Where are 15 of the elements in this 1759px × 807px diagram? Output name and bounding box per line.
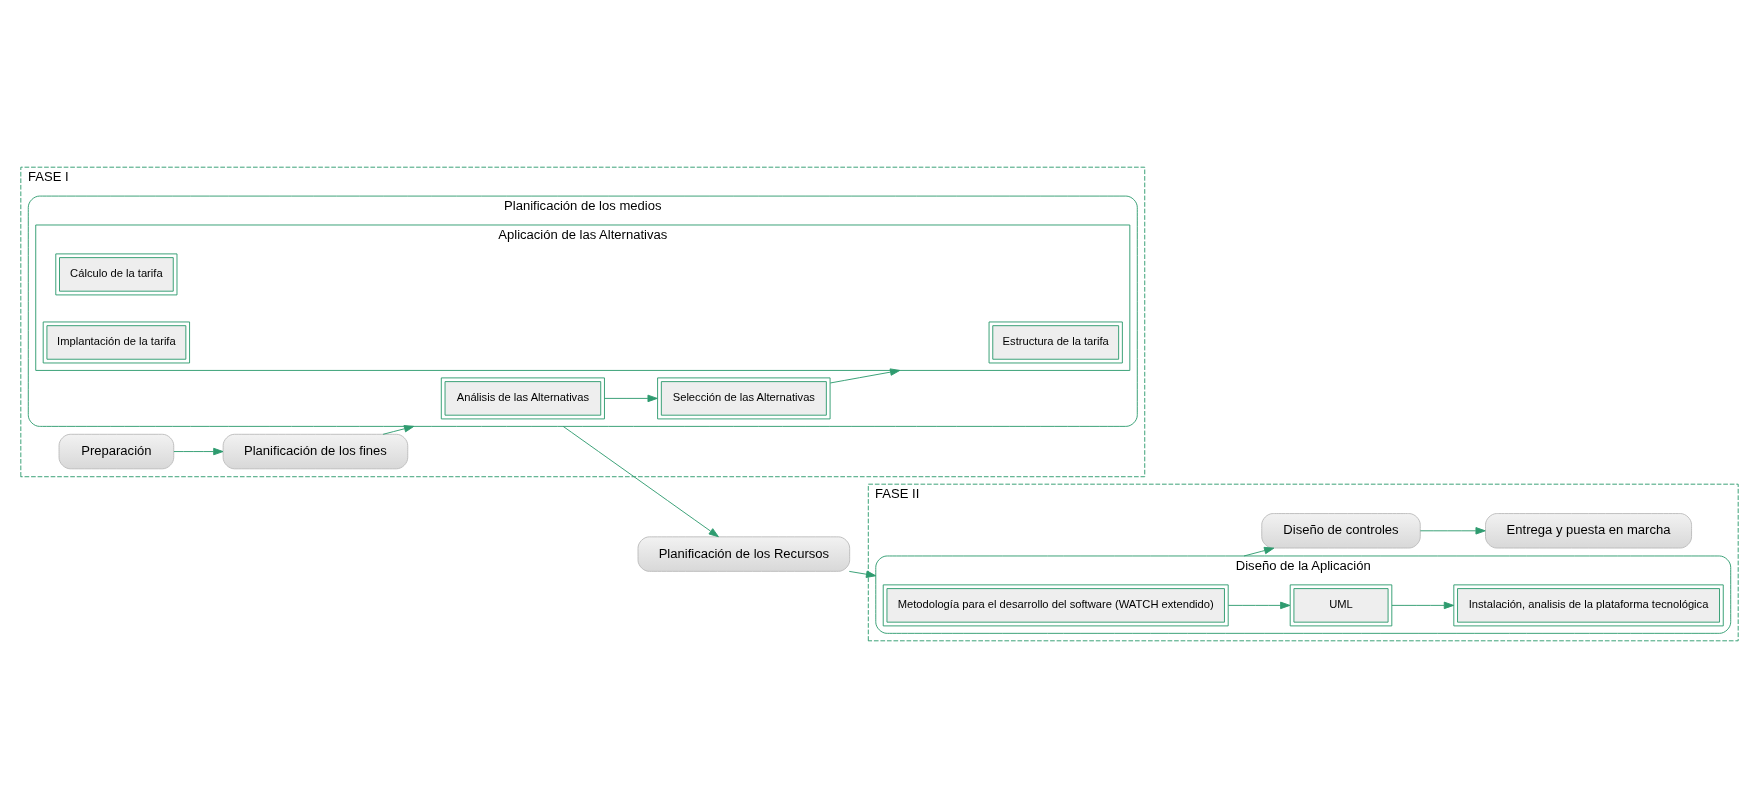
arrow: [604, 394, 658, 402]
arrow: [382, 424, 415, 435]
arrow: [562, 425, 719, 537]
node-box: Entrega y puesta en marcha: [1485, 512, 1693, 548]
arrow: [173, 447, 224, 455]
node-box: Diseño de controles: [1261, 512, 1421, 548]
arrow: [848, 570, 877, 578]
arrow: [1243, 546, 1275, 556]
arrow: [1391, 601, 1455, 609]
node-box: Planificación de los Recursos: [637, 535, 851, 572]
arrow: [829, 367, 901, 383]
node-box: Planificación de los fines: [222, 433, 409, 469]
node-box: Preparación: [58, 433, 175, 469]
arrow: [1419, 526, 1486, 535]
arrow: [1228, 601, 1291, 609]
